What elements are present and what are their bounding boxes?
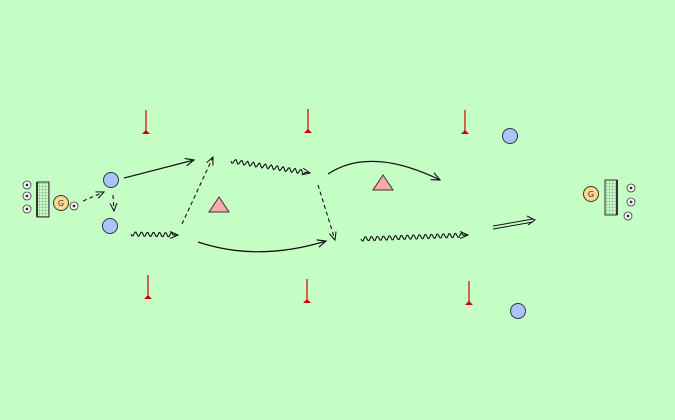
ball-icon bbox=[69, 201, 79, 211]
player-marker-icon bbox=[102, 218, 118, 234]
cone-triangle-icon bbox=[208, 196, 230, 213]
player-marker-icon bbox=[510, 303, 526, 319]
ball-icon bbox=[626, 197, 636, 207]
ball-icon bbox=[623, 211, 633, 221]
left-goal-net-icon bbox=[36, 181, 50, 218]
goalkeeper-left: G bbox=[53, 195, 69, 211]
player-marker-icon bbox=[103, 172, 119, 188]
flag-pole-icon bbox=[465, 281, 473, 305]
dribble-arrow bbox=[230, 159, 310, 174]
dribble-arrow bbox=[130, 232, 178, 237]
ball-icon bbox=[22, 191, 32, 201]
cone-triangle-icon bbox=[372, 174, 394, 191]
pass-arrow bbox=[113, 194, 114, 211]
flag-pole-icon bbox=[144, 275, 152, 299]
player-marker-icon bbox=[502, 128, 518, 144]
ball-icon bbox=[626, 183, 636, 193]
dribble-arrow bbox=[360, 233, 468, 242]
goalkeeper-right: G bbox=[583, 186, 599, 202]
pass-arrow bbox=[82, 192, 104, 202]
ball-icon bbox=[22, 180, 32, 190]
run-arrow bbox=[123, 160, 194, 179]
flag-pole-icon bbox=[142, 110, 150, 134]
flag-pole-icon bbox=[303, 279, 311, 303]
right-goal-net-icon bbox=[604, 179, 618, 216]
run-arrow bbox=[197, 241, 326, 253]
shot-arrow bbox=[492, 215, 536, 230]
run-arrow bbox=[327, 160, 440, 180]
ball-icon bbox=[22, 204, 32, 214]
pass-arrow bbox=[181, 157, 213, 225]
goalkeeper-label: G bbox=[588, 190, 594, 199]
flag-pole-icon bbox=[304, 109, 312, 133]
pass-arrow bbox=[317, 184, 335, 240]
goalkeeper-label: G bbox=[58, 199, 64, 208]
flag-pole-icon bbox=[461, 110, 469, 134]
